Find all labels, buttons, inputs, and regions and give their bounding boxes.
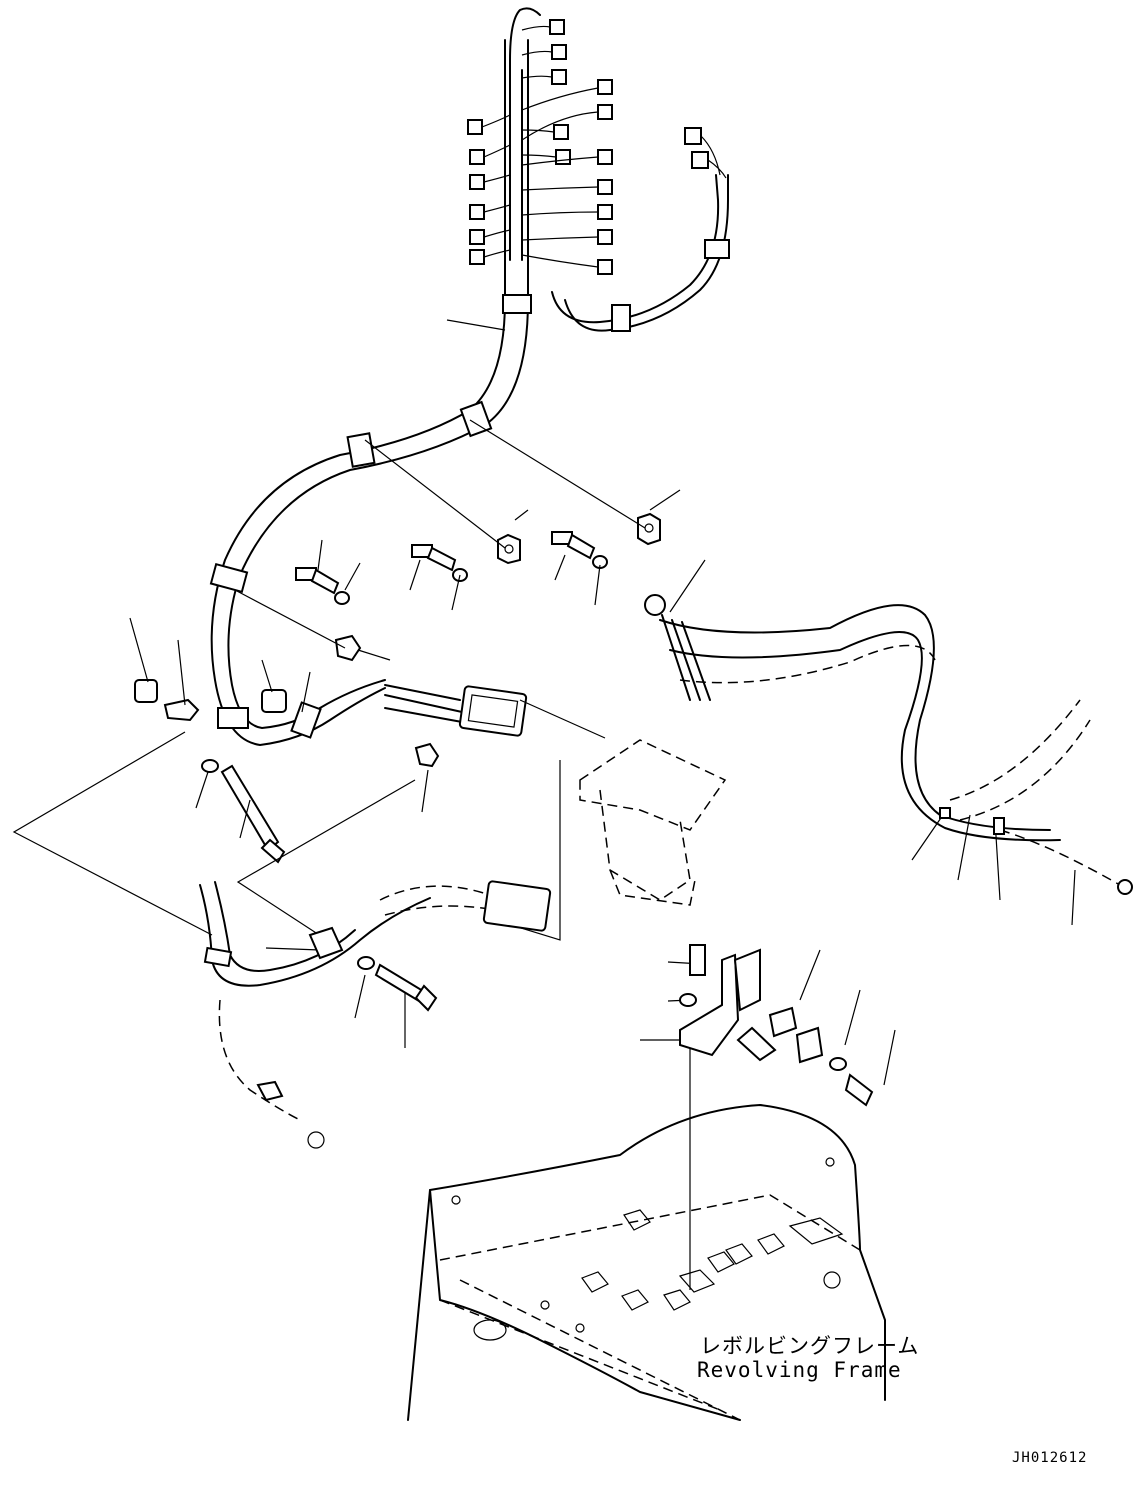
- leader-lines: [12, 319, 1076, 1290]
- right-harness: [644, 594, 1133, 895]
- main-wire-harness: [209, 7, 613, 746]
- revolving-frame-label-en: Revolving Frame: [697, 1358, 902, 1382]
- revolving-frame-label-jp: レボルビングフレーム: [700, 1334, 919, 1358]
- branch-harness-right: [551, 127, 730, 332]
- lower-left-harness: [199, 880, 552, 1149]
- harness-connector: [384, 684, 528, 737]
- bracket-assembly: [579, 739, 874, 1107]
- clamp-hardware-left: [134, 679, 440, 864]
- clamp-hardware-top: [295, 512, 661, 662]
- drawing-code: JH012612: [1012, 1450, 1087, 1466]
- revolving-frame: [407, 1104, 886, 1421]
